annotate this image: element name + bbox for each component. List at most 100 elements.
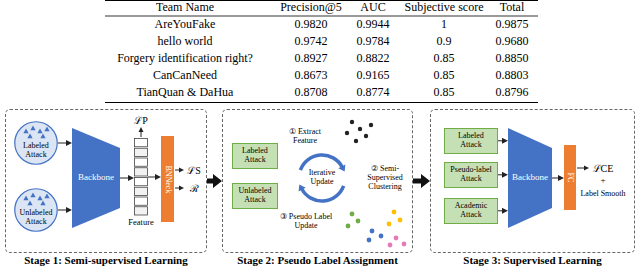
table-cell: 0.8774 (357, 86, 390, 99)
loss-arrow-head (179, 168, 184, 173)
table-cell: 1 (441, 18, 447, 31)
feature-dot (369, 123, 373, 127)
table-header: Precision@5 (280, 1, 342, 14)
connector-arrow (498, 174, 502, 175)
attack-icon (30, 126, 35, 131)
table-cell: Forgery identification right? (117, 52, 253, 65)
loss-label: ℛ (190, 183, 199, 194)
loss-label: + (600, 176, 605, 186)
table-cell: 0.9944 (357, 18, 390, 31)
table-cell: 0.85 (434, 52, 455, 65)
attack-icon (40, 134, 45, 139)
attack-icon (23, 196, 28, 201)
backbone-trapezoid: Backbone (72, 128, 120, 228)
box-text: Pseudo-label Attack (447, 166, 495, 184)
backbone-text: Backbone (78, 173, 114, 183)
backbone-shape (72, 128, 120, 228)
loss-arrow-head (584, 166, 589, 171)
cluster-dot (398, 218, 403, 223)
loss-arrow-head (179, 186, 184, 191)
feature-cell (135, 139, 148, 147)
step-label: ③ Pseudo Label Update (278, 213, 334, 231)
table-cell: 0.8796 (496, 86, 529, 99)
feature-dot (364, 134, 368, 138)
cluster-dot (394, 236, 399, 241)
table-header: Total (500, 1, 525, 14)
table-cell: 0.9742 (295, 35, 328, 48)
attack-icon (44, 194, 49, 199)
feature-cell (135, 148, 148, 156)
backbone-shape (508, 128, 552, 228)
step-label: ① Extract Feature (282, 128, 328, 146)
table-cell: 0.8708 (295, 86, 328, 99)
cluster-dot (387, 222, 392, 227)
table-cell: 0.9165 (357, 69, 390, 82)
circle-outline (15, 122, 58, 165)
stage-panel: Stage 1: Semi-supervised LearningLabeled… (5, 109, 207, 253)
attack-circle: Unlabeled Attack (14, 188, 58, 232)
feature-dot (345, 131, 349, 135)
cluster-dot (392, 210, 397, 215)
table-cell: 0.9680 (496, 35, 529, 48)
cluster-dot (402, 242, 407, 247)
attack-box: Labeled Attack (444, 128, 498, 154)
feature-vector-outline (134, 138, 148, 216)
table-header: Subjective score (405, 1, 484, 14)
feature-caption: Feature (128, 218, 154, 227)
table-header: Team Name (156, 1, 214, 14)
neck-box: BNNeck (161, 136, 174, 222)
connector-arrow (498, 140, 502, 141)
feature-dot (358, 127, 362, 131)
cycle-text: Iterative Update (306, 169, 338, 187)
cycle-arrowhead (299, 184, 306, 191)
box-text: Unlabeled Attack (235, 187, 275, 205)
box-text: Academic Attack (447, 202, 495, 220)
table-cell: hello world (158, 35, 213, 48)
table-cell: 0.8822 (357, 52, 390, 65)
cluster-dot (367, 238, 372, 243)
loss-label: ℒS (187, 165, 201, 176)
cycle-arrowhead (338, 164, 345, 171)
table-cell: 0.8673 (295, 69, 328, 82)
attack-box: Academic Attack (444, 198, 498, 224)
attack-box: Pseudo-label Attack (444, 162, 498, 188)
attack-icon (30, 193, 35, 198)
loss-arrow (577, 168, 585, 169)
loss-label: ℒCE (593, 163, 614, 174)
table-rule (105, 102, 538, 103)
table-cell: CanCanNeed (153, 69, 217, 82)
feature-cell (135, 158, 148, 166)
stage-arrow (207, 179, 213, 184)
stage-caption: Stage 1: Semi-supervised Learning (0, 254, 216, 266)
table-rule (105, 16, 538, 17)
cluster-dot (356, 219, 361, 224)
feature-cell (135, 178, 148, 186)
cluster-dot (370, 229, 375, 234)
connector-arrow (148, 177, 155, 178)
attack-icon (23, 129, 28, 134)
connector-arrow (120, 178, 128, 179)
attack-box: Labeled Attack (232, 143, 278, 169)
loss-arrow-head (139, 127, 144, 132)
cluster-dot (379, 234, 384, 239)
connector-arrow (498, 210, 502, 211)
table-cell: 0.85 (434, 86, 455, 99)
step-label: ② Semi-Supervised Clustering (360, 165, 410, 191)
table-cell: 0.8850 (496, 52, 529, 65)
feature-cell (135, 197, 148, 205)
connector-arrow (552, 178, 558, 179)
box-text: Labeled Attack (235, 147, 275, 165)
table-cell: 0.9784 (357, 35, 390, 48)
table-cell: 0.8927 (295, 52, 328, 65)
cluster-dot (346, 224, 351, 229)
feature-cell (135, 187, 148, 195)
table-cell: 0.9820 (295, 18, 328, 31)
table-cell: 0.85 (434, 69, 455, 82)
iterative-cycle: Iterative Update (296, 152, 348, 204)
attack-icon (44, 127, 49, 132)
connector-arrow (58, 143, 66, 144)
connector-arrow (58, 210, 66, 211)
stage-arrow (413, 179, 421, 184)
attack-box: Unlabeled Attack (232, 183, 278, 209)
